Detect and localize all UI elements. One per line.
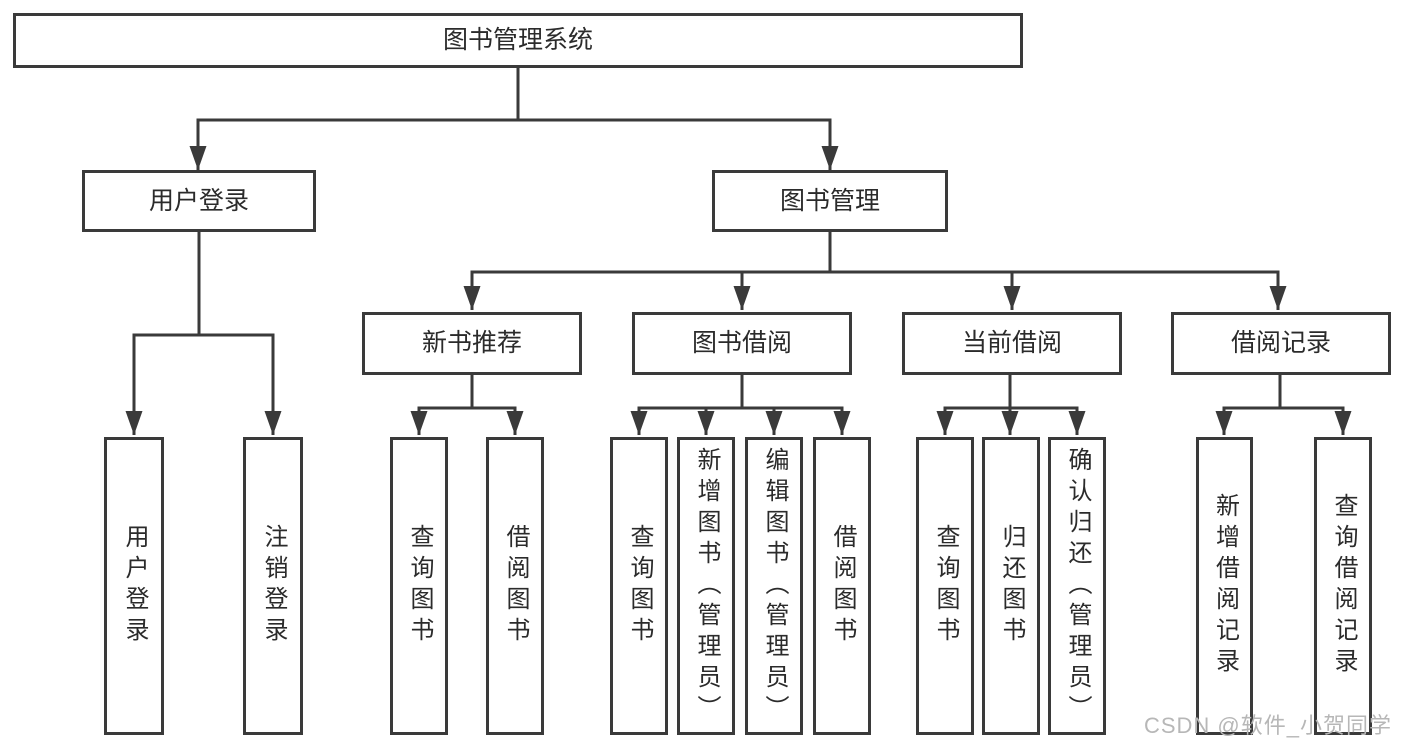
leaf-label: 借阅图书 <box>502 524 529 648</box>
leaf-label: 查询图书 <box>406 524 433 648</box>
leaf-add-book-admin: 新增图书（管理员） <box>677 437 735 735</box>
node-label: 图书借阅 <box>691 329 792 357</box>
leaf-label: 查询图书 <box>932 524 959 648</box>
leaf-label: 注销登录 <box>260 524 287 648</box>
leaf-label: 确认归还（管理员） <box>1064 446 1091 726</box>
leaf-borrow-books: 借阅图书 <box>813 437 871 735</box>
node-label: 借阅记录 <box>1230 329 1331 357</box>
node-book-borrow: 图书借阅 <box>632 312 852 375</box>
node-current-borrow: 当前借阅 <box>902 312 1122 375</box>
node-root-system: 图书管理系统 <box>13 13 1023 68</box>
leaf-query-borrow-record: 查询借阅记录 <box>1314 437 1372 735</box>
leaf-label: 查询借阅记录 <box>1330 493 1357 679</box>
leaf-logout: 注销登录 <box>243 437 303 735</box>
node-book-management: 图书管理 <box>712 170 948 232</box>
node-label: 图书管理系统 <box>442 26 593 54</box>
node-borrow-record: 借阅记录 <box>1171 312 1391 375</box>
leaf-label: 查询图书 <box>626 524 653 648</box>
leaf-query-books: 查询图书 <box>916 437 974 735</box>
leaf-confirm-return-admin: 确认归还（管理员） <box>1048 437 1106 735</box>
leaf-query-books: 查询图书 <box>610 437 668 735</box>
leaf-label: 用户登录 <box>121 524 148 648</box>
node-new-book-recommend: 新书推荐 <box>362 312 582 375</box>
leaf-user-login: 用户登录 <box>104 437 164 735</box>
leaf-return-books: 归还图书 <box>982 437 1040 735</box>
csdn-watermark: CSDN @软件_小贺同学 <box>1143 713 1392 738</box>
leaf-label: 编辑图书（管理员） <box>761 446 788 726</box>
leaf-label: 借阅图书 <box>829 524 856 648</box>
node-label: 用户登录 <box>148 186 249 215</box>
leaf-borrow-books: 借阅图书 <box>486 437 544 735</box>
leaf-edit-book-admin: 编辑图书（管理员） <box>745 437 803 735</box>
leaf-label: 新增图书（管理员） <box>693 446 720 726</box>
leaf-add-borrow-record: 新增借阅记录 <box>1196 437 1253 735</box>
node-label: 图书管理 <box>779 186 880 215</box>
leaf-label: 归还图书 <box>998 524 1025 648</box>
node-user-login: 用户登录 <box>82 170 316 232</box>
node-label: 当前借阅 <box>961 329 1062 357</box>
node-label: 新书推荐 <box>421 329 522 357</box>
leaf-query-books: 查询图书 <box>390 437 448 735</box>
leaf-label: 新增借阅记录 <box>1211 493 1239 679</box>
